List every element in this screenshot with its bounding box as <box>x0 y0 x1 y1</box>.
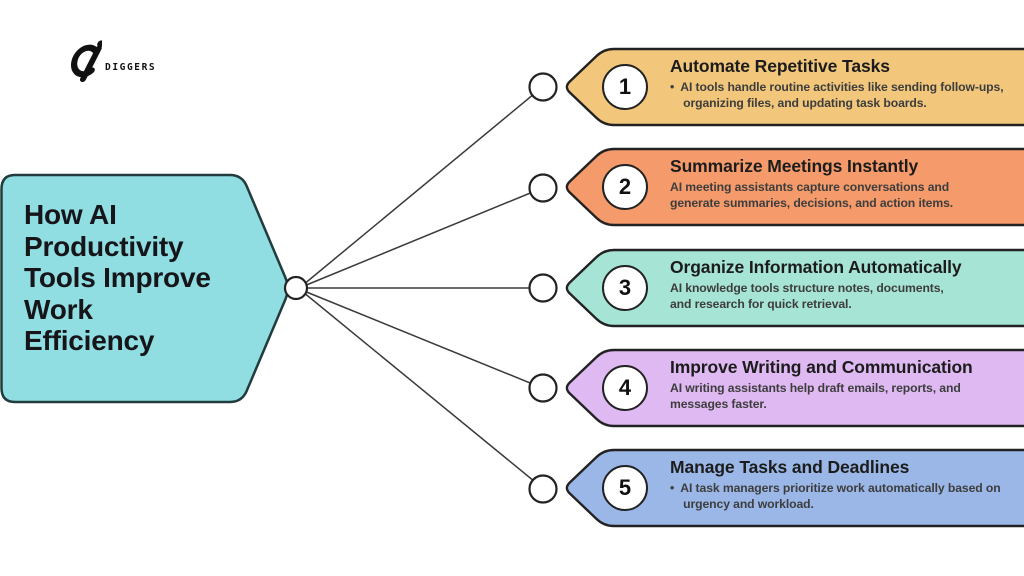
item-description: • AI tools handle routine activities lik… <box>670 80 1004 110</box>
banner-shape <box>565 248 1024 328</box>
item-banner-5: 5 Manage Tasks and Deadlines • AI task m… <box>560 444 1024 532</box>
banner-shape <box>565 147 1024 227</box>
item-banner-3: 3 Organize Information Automatically AI … <box>560 244 1024 332</box>
banner-shape <box>565 47 1024 127</box>
step-number-badge: 4 <box>602 365 648 411</box>
banner-shape <box>565 348 1024 428</box>
item-banner-1: 1 Automate Repetitive Tasks • AI tools h… <box>560 43 1024 131</box>
item-node-circles <box>528 72 558 504</box>
item-title: Improve Writing and Communication <box>670 357 973 377</box>
item-title: Summarize Meetings Instantly <box>670 156 919 176</box>
ai-monogram-icon <box>71 40 102 82</box>
item-title: Automate Repetitive Tasks <box>670 56 890 76</box>
banner-shape <box>565 448 1024 528</box>
item-title: Organize Information Automatically <box>670 257 962 277</box>
item-description: AI knowledge tools structure notes, docu… <box>670 281 944 311</box>
brand-name: DIGGERS <box>105 61 157 73</box>
step-number-badge: 1 <box>602 64 648 110</box>
main-title: How AI Productivity Tools Improve Work E… <box>24 199 211 356</box>
hub-node-circle <box>283 275 309 301</box>
item-description: AI meeting assistants capture conversati… <box>670 180 954 210</box>
logo: DIGGERS <box>64 38 156 82</box>
item-banner-2: 2 Summarize Meetings Instantly AI meetin… <box>560 143 1024 231</box>
item-description: • AI task managers prioritize work autom… <box>670 481 1001 511</box>
step-number-badge: 3 <box>602 265 648 311</box>
item-description: AI writing assistants help draft emails,… <box>670 381 961 411</box>
step-number-badge: 2 <box>602 164 648 210</box>
item-title: Manage Tasks and Deadlines <box>670 457 910 477</box>
step-number-badge: 5 <box>602 465 648 511</box>
item-banner-4: 4 Improve Writing and Communication AI w… <box>560 344 1024 432</box>
fan-lines <box>302 88 541 487</box>
